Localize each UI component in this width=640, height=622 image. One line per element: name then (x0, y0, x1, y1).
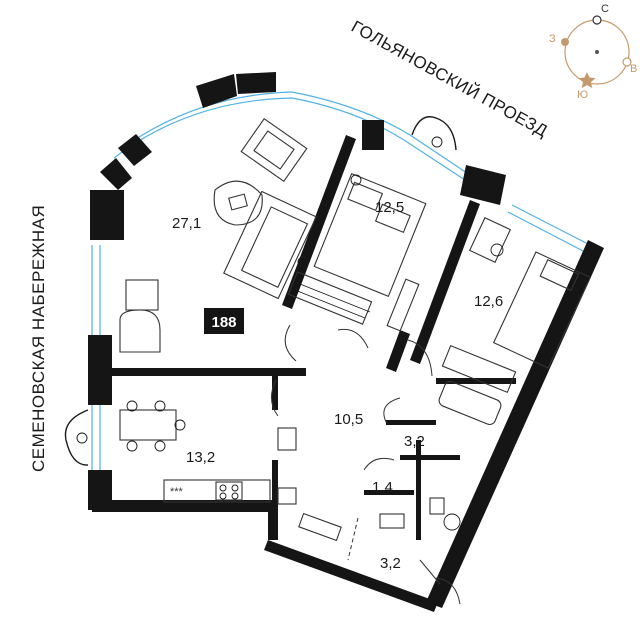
living-furniture (119, 117, 317, 353)
compass-south: Ю (577, 89, 588, 101)
compass-west: З (549, 33, 556, 45)
doors (271, 324, 461, 605)
compass-east: В (630, 63, 637, 75)
outer-walls (88, 72, 604, 612)
room-area-living: 27,1 (172, 215, 201, 232)
interior-walls (110, 135, 516, 540)
kitchen-furniture: *** (119, 400, 297, 505)
compass: С З В Ю (549, 3, 637, 101)
apartment-number: 188 (211, 314, 236, 331)
room-area-kitchen: 13,2 (186, 449, 215, 466)
compass-north: С (601, 3, 609, 15)
bath-fixtures (298, 380, 502, 585)
room-area-wc: 1,4 (372, 479, 393, 496)
street-label-left: СЕМЕНОВСКАЯ НАБЕРЕЖНАЯ (29, 205, 48, 472)
room-area-bedroom-small: 12,6 (474, 293, 503, 310)
bedroom-small-furniture (441, 217, 592, 394)
star-icon (578, 72, 596, 89)
bedroom-master-furniture (287, 172, 427, 332)
room-area-bedroom-master: 12,5 (375, 199, 404, 216)
room-area-hall: 10,5 (334, 411, 363, 428)
bay-windows (64, 116, 457, 466)
room-area-entrance: 3,2 (380, 555, 401, 572)
room-area-bathroom: 3,2 (404, 433, 425, 450)
svg-text:***: *** (170, 486, 184, 498)
apartment-number-badge: 188 (204, 308, 244, 334)
